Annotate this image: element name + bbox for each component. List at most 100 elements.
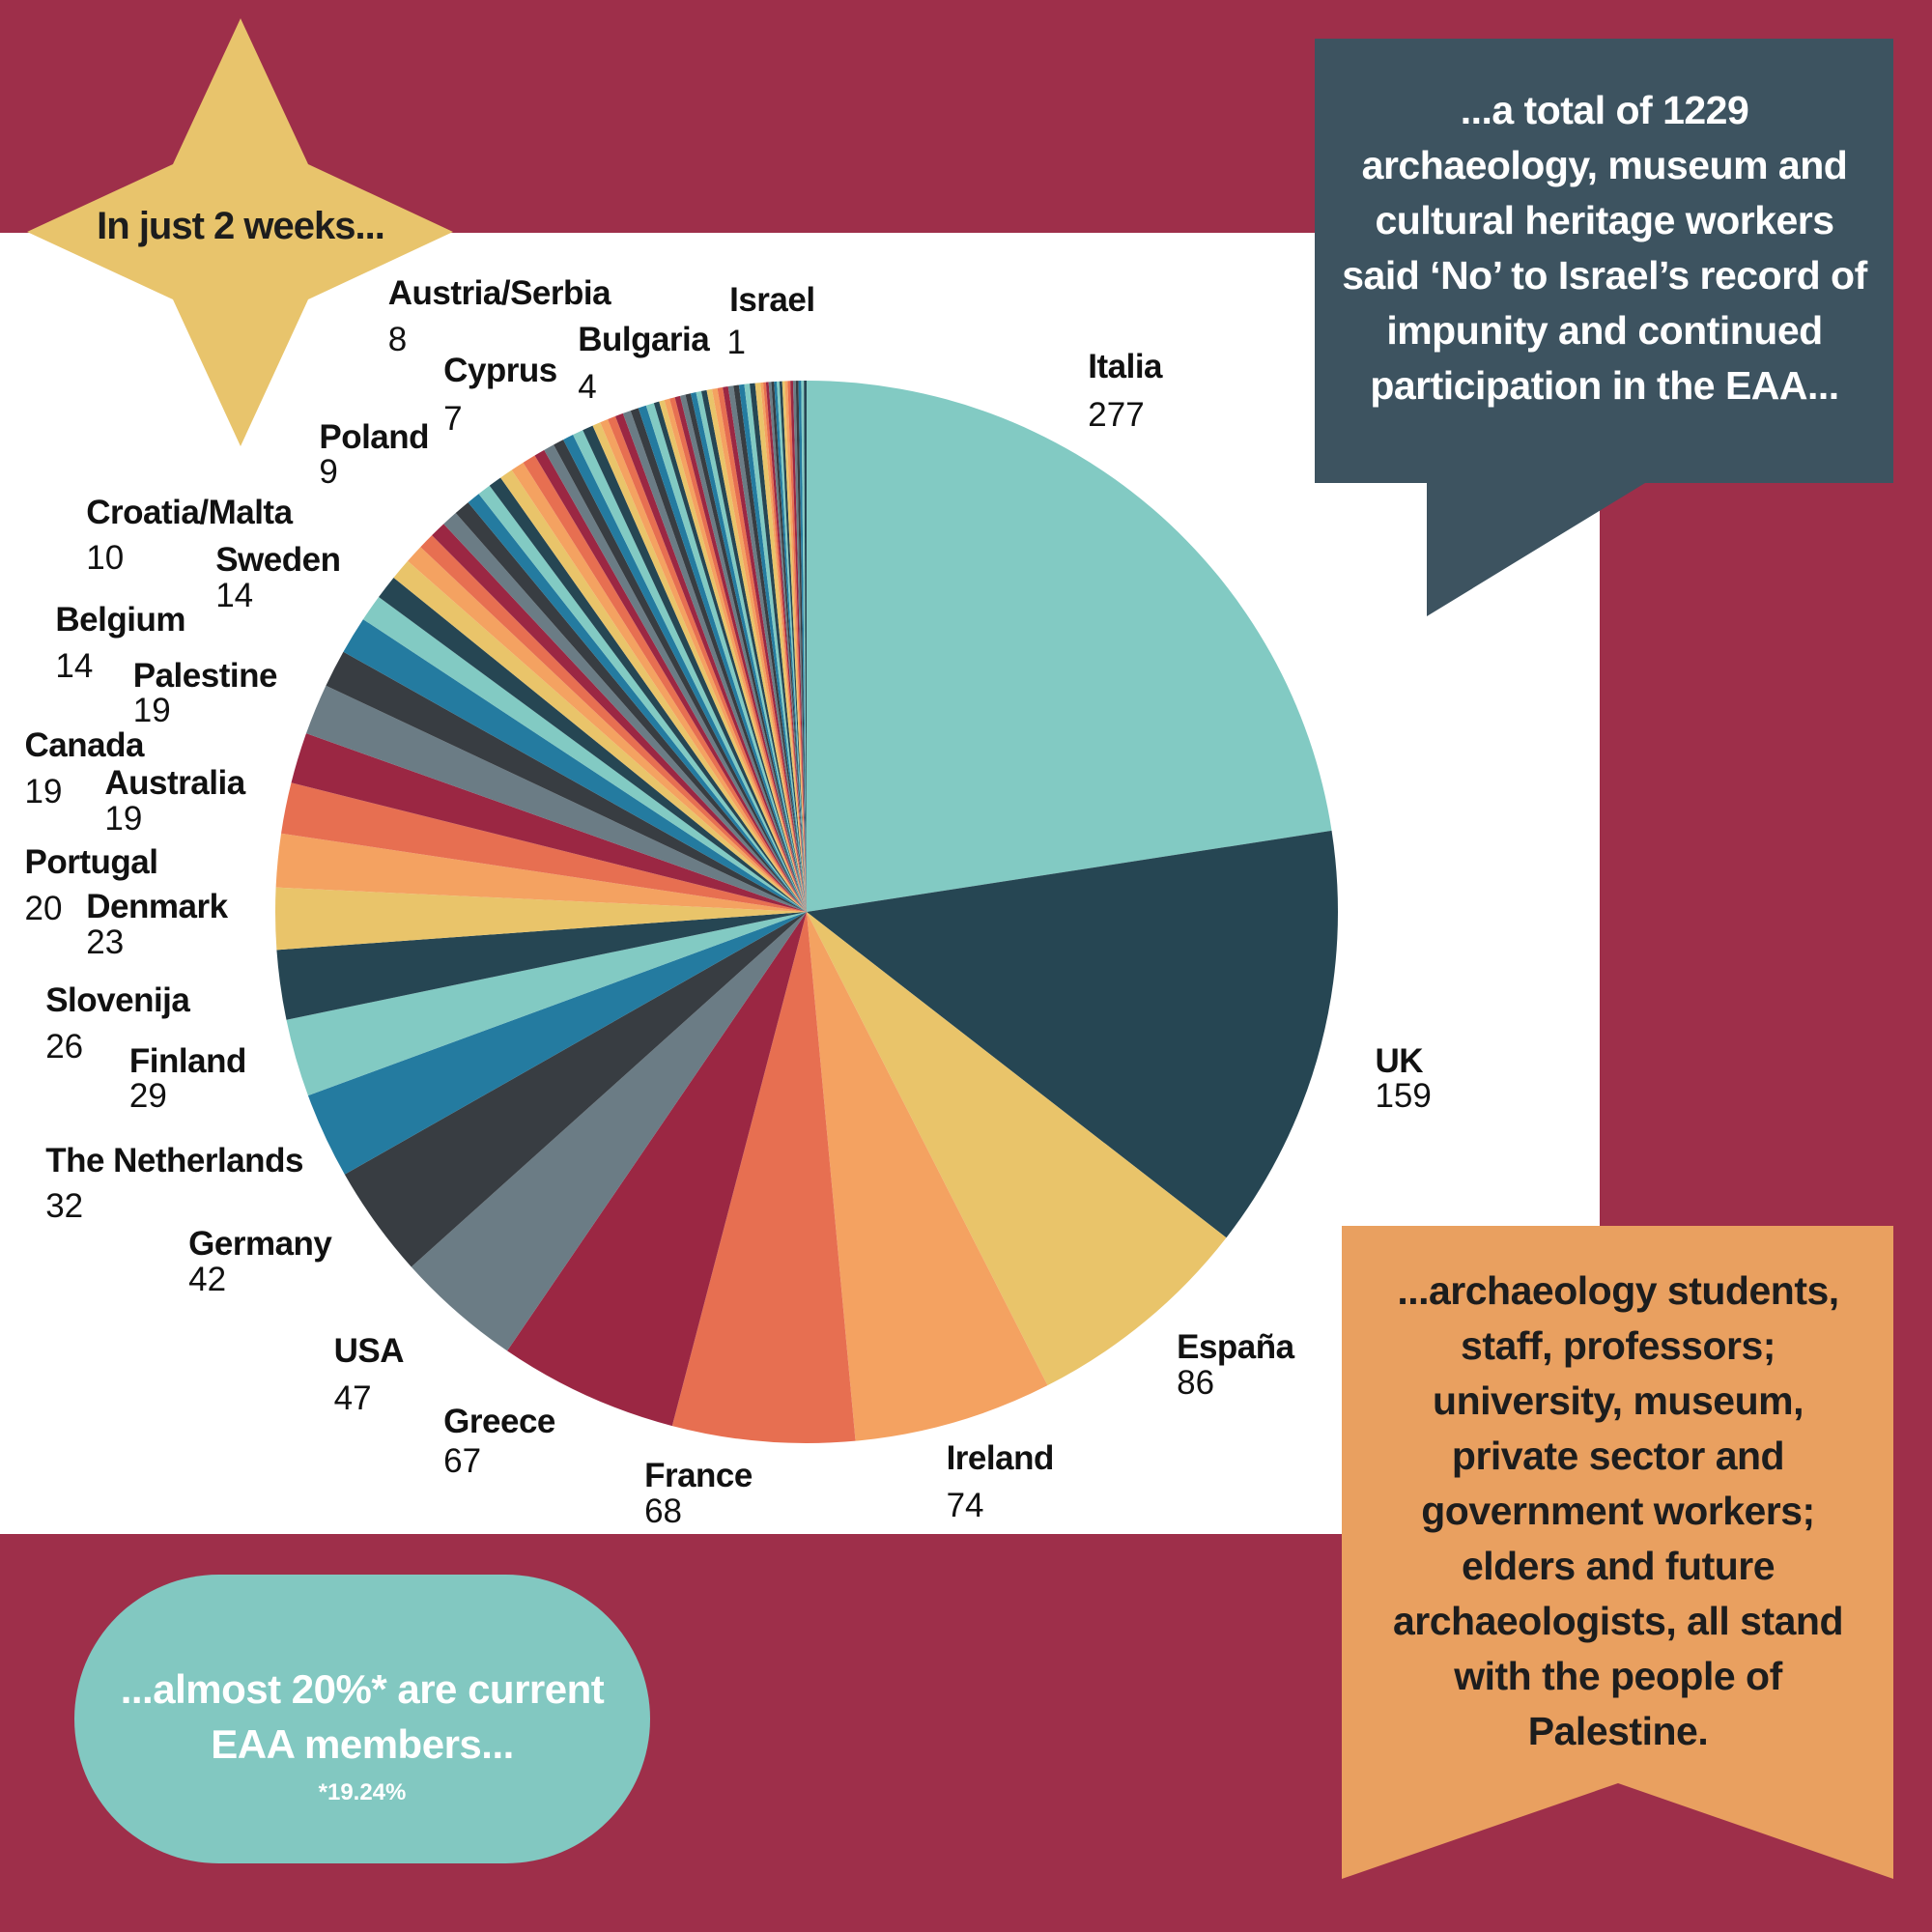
pie-slice [768, 382, 807, 912]
pie-slice [787, 381, 807, 912]
pie-slice-palestine [306, 685, 807, 912]
pie-slice [563, 435, 807, 912]
pie-slice-italia [807, 381, 1332, 912]
pie-slice [653, 401, 807, 913]
pie-slice-denmark [274, 887, 807, 951]
value-portugal: 20 [24, 890, 63, 928]
callout-line: staff, professors; [1461, 1323, 1776, 1368]
pie-slice [765, 382, 807, 912]
callout-line: private sector and [1451, 1434, 1785, 1478]
pie-slice-greece [507, 912, 807, 1427]
dark-callout-box [1315, 39, 1893, 616]
pie-slice [608, 415, 807, 912]
pie-slice [523, 455, 807, 912]
pie-slice [592, 422, 807, 912]
pie-slice [420, 535, 807, 912]
label-sweden: Sweden [215, 541, 341, 580]
label-portugal: Portugal [24, 842, 158, 881]
pie-slice [511, 462, 807, 912]
label-bulgaria: Bulgaria [578, 321, 710, 359]
pie-slice [738, 384, 807, 912]
pie-slice [685, 393, 807, 912]
callout-line: participation in the EAA... [1370, 363, 1839, 408]
pie-slice [795, 381, 807, 912]
total-callout-text: ...a total of 1229 archaeology, museum a… [1321, 83, 1888, 413]
value-ireland: 74 [946, 1486, 984, 1524]
label-australia: Australia [104, 764, 245, 803]
pie-slice [798, 381, 807, 912]
pie-slice [774, 381, 807, 912]
pie-slice-finland [286, 912, 807, 1096]
orange-callout-box [1342, 1226, 1893, 1879]
pie-slice-france [671, 912, 856, 1444]
label-israel: Israel [729, 281, 815, 320]
pie-slice [582, 425, 807, 912]
pie-slice [600, 419, 807, 912]
pie-slice-bulgaria [534, 449, 807, 912]
value-austria-serbia: 8 [387, 321, 408, 359]
pie-slice [733, 384, 807, 912]
pie-slice [455, 502, 807, 912]
pie-slice [777, 381, 807, 912]
pie-slice [622, 411, 807, 912]
label-slovenija: Slovenija [45, 980, 190, 1019]
star-text: In just 2 weeks... [97, 205, 385, 247]
members-pill: ...almost 20%* are current EAA members..… [74, 1575, 650, 1863]
pie-slice-poland [379, 577, 807, 912]
callout-line: university, museum, [1433, 1378, 1804, 1423]
pie-slice [680, 394, 807, 912]
value-croatia-malta: 10 [86, 538, 125, 577]
value-italia: 277 [1088, 395, 1145, 434]
pie-slice [696, 390, 807, 913]
pie-slice [727, 385, 807, 913]
value-cyprus: 7 [443, 399, 463, 438]
value-sweden: 14 [215, 577, 254, 615]
pie-slice [468, 494, 807, 912]
pie-slice [760, 382, 807, 912]
pie-slice [630, 408, 807, 912]
pie-slice [489, 477, 807, 912]
pie-slice [792, 381, 807, 912]
callout-line: with the people of [1454, 1654, 1782, 1698]
pie-slice [801, 381, 807, 912]
pie-slice-croatia-malta [362, 596, 807, 912]
pie-slice [750, 383, 807, 912]
pie-slice [478, 485, 807, 912]
pie-slice [554, 440, 807, 912]
pie-slice-the-netherlands [307, 912, 807, 1175]
value-australia: 19 [104, 800, 143, 838]
label-poland: Poland [319, 417, 430, 456]
label-palestine: Palestine [132, 657, 278, 696]
label-belgium: Belgium [55, 600, 185, 639]
callout-line: elders and future [1461, 1544, 1776, 1588]
label-finland: Finland [128, 1042, 246, 1081]
value-palestine: 19 [132, 691, 171, 729]
pie-slice [638, 405, 807, 913]
pie-slice [784, 381, 807, 912]
pie-slice-cyprus [408, 547, 807, 912]
label-croatia-malta: Croatia/Malta [86, 493, 293, 531]
value-greece: 67 [443, 1441, 482, 1480]
pie-slice-sweden [343, 619, 807, 912]
value-usa: 47 [333, 1378, 372, 1417]
callout-line: impunity and continued [1386, 308, 1823, 353]
value-france: 68 [644, 1492, 683, 1531]
value-canada: 19 [24, 773, 63, 811]
callout-line: archaeology, museum and [1361, 143, 1848, 187]
label-cyprus: Cyprus [443, 351, 557, 389]
pie-slice-portugal [275, 833, 808, 912]
label-espa-a: España [1177, 1328, 1294, 1367]
callout-line: government workers; [1421, 1489, 1815, 1533]
value-germany: 42 [188, 1261, 227, 1299]
pill-line: ...almost 20%* are current [120, 1666, 605, 1712]
pie-slice-austria-serbia [393, 560, 807, 912]
pill-line: EAA members... [211, 1721, 514, 1767]
pie-slice [700, 389, 807, 913]
label-the-netherlands: The Netherlands [45, 1141, 303, 1179]
pie-slice [645, 403, 807, 913]
pie-slice-israel [804, 381, 807, 912]
callout-line: archaeologists, all stand [1393, 1599, 1844, 1643]
value-denmark: 23 [86, 923, 125, 961]
label-italia: Italia [1088, 348, 1163, 386]
members-footnote: *19.24% [318, 1779, 407, 1805]
